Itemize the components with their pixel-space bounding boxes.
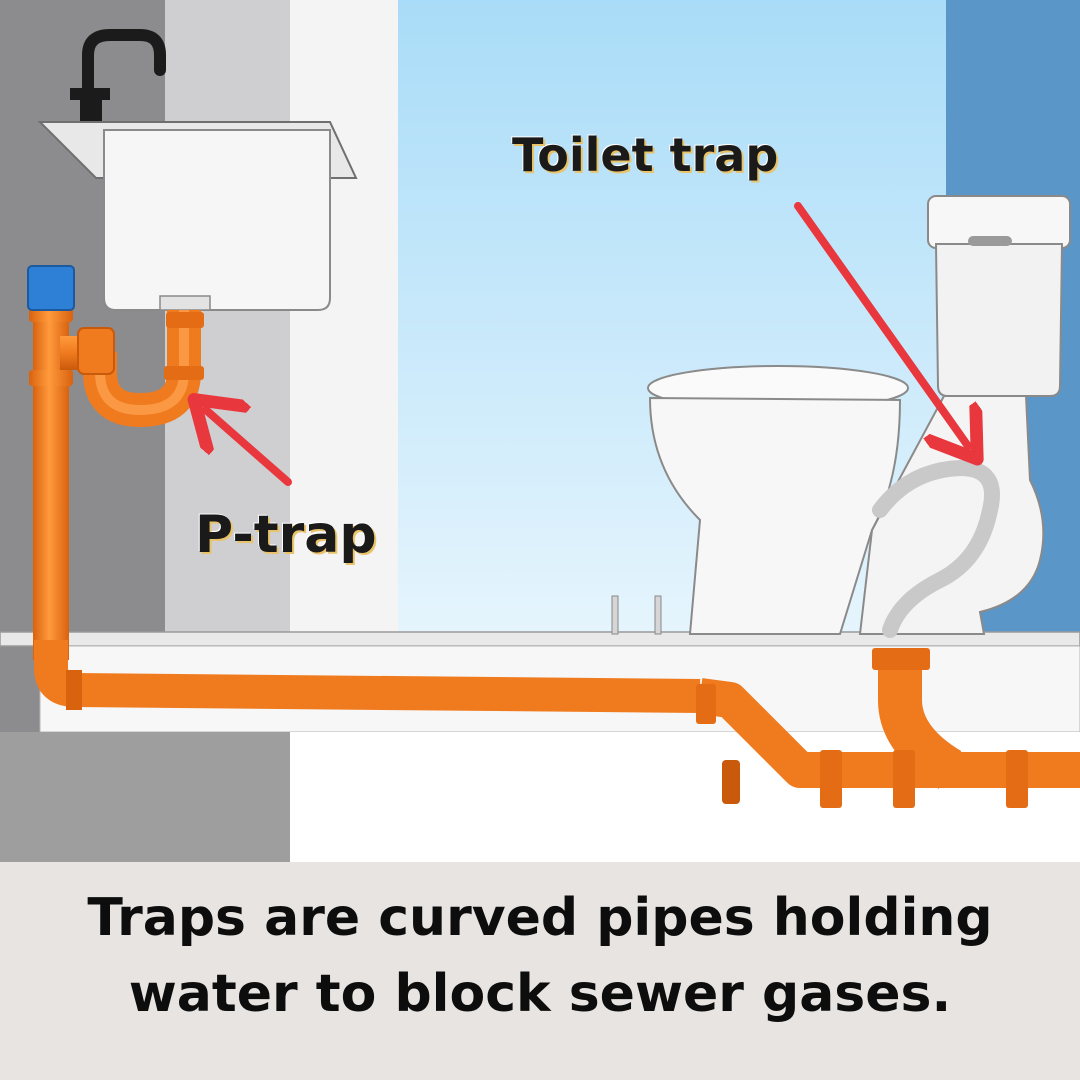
caption-bar [0,862,1080,1080]
supply-line [654,595,662,635]
drain-pipe [34,640,1080,808]
vent-pipe [27,265,75,660]
toilet-trap-arrow [794,202,968,446]
under-floor [290,732,1080,862]
caption-line-1: Traps are curved pipes holding [87,888,993,948]
p-trap-arrow [206,410,292,486]
toilet-tank [934,243,1064,397]
p-trap-label: P-trap [195,505,377,565]
toilet-bowl [648,396,902,635]
plumbing-illustration [0,0,1080,862]
toilet [647,195,1071,638]
flush-handle-icon [968,236,1012,246]
supply-line [611,595,619,635]
wall-column [290,0,398,640]
caption-line-2: water to block sewer gases. [128,964,952,1024]
p-trap-pipe [60,310,204,427]
vent-cap [27,265,75,311]
under-floor-dark [0,732,290,862]
toilet-trap-channel [872,459,1000,638]
caption: Traps are curved pipes holding water to … [0,880,1080,1032]
toilet-base [858,395,1045,635]
sink-basin [37,121,358,311]
toilet-trap-label: Toilet trap [512,128,779,182]
faucet-icon [70,29,166,126]
